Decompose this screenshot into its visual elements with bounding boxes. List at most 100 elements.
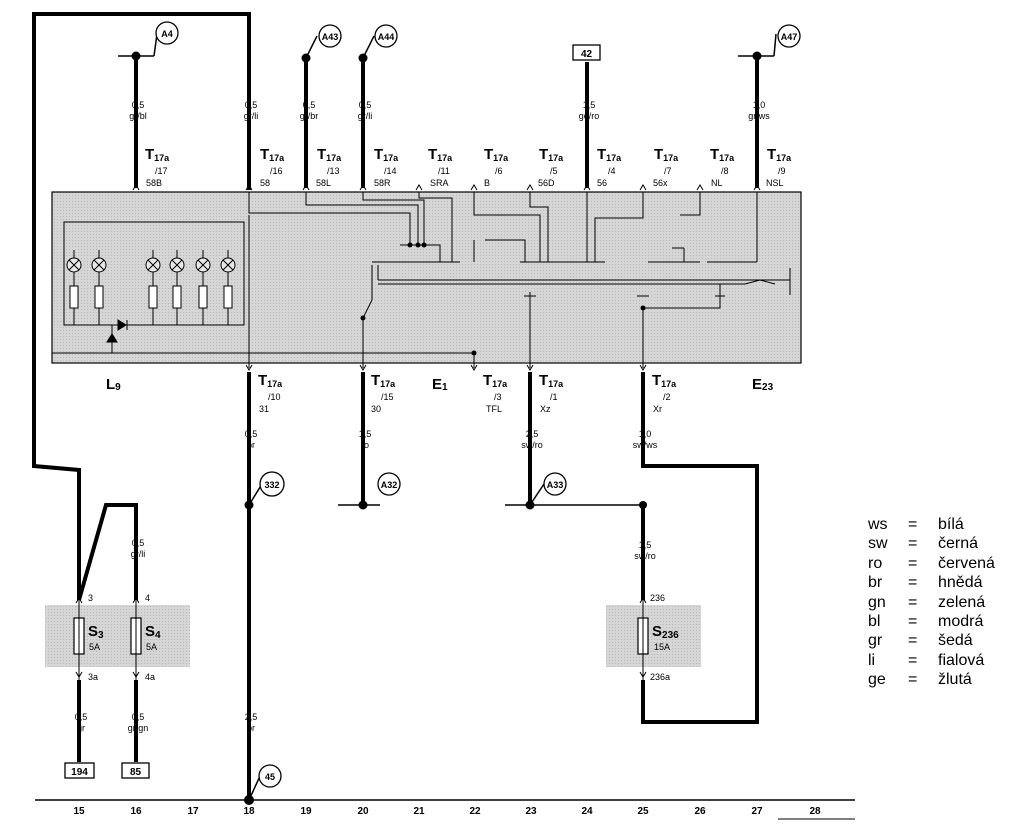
connector-pin: /15	[381, 392, 394, 402]
connector-prefix: T	[539, 146, 548, 163]
connector-pin: /6	[495, 166, 503, 176]
svg-text:T17a: T17a	[145, 146, 170, 163]
connector-function: 58	[260, 178, 270, 188]
legend-row: sw=černá	[868, 534, 995, 553]
track-number: 17	[187, 806, 199, 817]
connector-prefix: T	[374, 146, 383, 163]
resistor-icon	[69, 285, 79, 309]
ground-a4-label: A4	[161, 29, 173, 39]
svg-text:T17a: T17a	[652, 372, 677, 389]
connector-sub: 17a	[606, 153, 622, 163]
component-l9-name: L	[106, 376, 115, 393]
legend-equals: =	[908, 554, 918, 572]
svg-text:E1: E1	[432, 376, 448, 393]
connector-pin: /5	[550, 166, 558, 176]
fuse-s3-rating: 5A	[89, 642, 100, 652]
connector-function: 58R	[374, 178, 391, 188]
connector-function: SRA	[430, 178, 449, 188]
fuse-s3-name: S	[88, 623, 98, 640]
connector-function: 56x	[653, 178, 668, 188]
legend-row: ro=červená	[868, 554, 995, 573]
connector-function: 56	[597, 178, 607, 188]
wire-label-size: 0,5	[132, 712, 145, 722]
fuse-s4-rating: 5A	[146, 642, 157, 652]
legend-equals: =	[908, 574, 918, 592]
connector-pin: /7	[664, 166, 672, 176]
legend-row: ge=žlutá	[868, 670, 995, 689]
connector-sub: 17a	[776, 153, 792, 163]
fuse-s4-out: 4a	[145, 672, 155, 682]
track-number: 24	[581, 806, 593, 817]
connector-function: 31	[259, 404, 269, 414]
connector-function: 56D	[538, 178, 555, 188]
wire-label-color: gr/br	[300, 111, 319, 121]
connector-prefix: T	[317, 146, 326, 163]
component-e1-name: E	[432, 376, 442, 393]
track-number: 21	[413, 806, 425, 817]
connector-pin: /16	[270, 166, 283, 176]
connector-function: 58L	[316, 178, 331, 188]
connector-pin: /10	[268, 392, 281, 402]
component-e23-name: E	[752, 376, 762, 393]
connector-function: 58B	[146, 178, 162, 188]
ground-a32-label: A32	[381, 480, 398, 490]
fuse-s3-in: 3	[88, 593, 93, 603]
connector-prefix: T	[652, 372, 661, 389]
wire-label-color: sw/ro	[521, 440, 543, 450]
svg-text:S236: S236	[652, 623, 679, 641]
connector-prefix: T	[428, 146, 437, 163]
legend-row: br=hnědá	[868, 573, 995, 592]
wire-label-color: gr/li	[358, 111, 373, 121]
wire-label-color: gr/ws	[748, 111, 770, 121]
connector-sub: 17a	[267, 379, 283, 389]
top-ground-stubs	[118, 33, 777, 59]
color-legend: ws=bílá sw=černá ro=červená br=hnědá gn=…	[868, 515, 995, 690]
track-number: 25	[637, 806, 649, 817]
resistor-icon	[172, 285, 182, 309]
connector-function: B	[484, 178, 490, 188]
top-ground-dots	[131, 51, 762, 63]
connector-function: NSL	[766, 178, 784, 188]
wire-label-size: 0,5	[245, 429, 258, 439]
fuse-s236-name: S	[652, 623, 662, 640]
wire-label-size: 1,0	[639, 429, 652, 439]
connector-prefix: T	[145, 146, 154, 163]
wire-label-color: gr/li	[244, 111, 259, 121]
connector-function: TFL	[486, 404, 502, 414]
legend-color: fialová	[938, 651, 985, 669]
connector-sub: 17a	[493, 153, 509, 163]
ref-box-194	[64, 762, 95, 779]
switch-panel	[51, 191, 802, 364]
legend-equals: =	[908, 535, 918, 553]
ref-box-85-label: 85	[130, 767, 142, 778]
wire-label-color: ge/ro	[579, 111, 600, 121]
legend-color: modrá	[938, 613, 984, 631]
wire-label-size: 1,5	[639, 540, 652, 550]
legend-equals: =	[908, 516, 918, 533]
legend-color: červená	[938, 554, 995, 572]
connector-pin: /8	[721, 166, 729, 176]
ground-45	[258, 764, 282, 788]
svg-text:T17a: T17a	[371, 372, 396, 389]
fuse-wire-segments	[78, 600, 644, 680]
wire-label-size: 2,5	[245, 712, 258, 722]
connector-pin: /3	[494, 392, 502, 402]
connector-pin: /9	[778, 166, 786, 176]
legend-code: ws	[868, 516, 888, 533]
ref-box-194-label: 194	[71, 767, 88, 778]
connector-prefix: T	[484, 146, 493, 163]
resistor-icon	[148, 285, 158, 309]
track-number: 27	[751, 806, 763, 817]
svg-text:T17a: T17a	[317, 146, 342, 163]
wire-label-size: 1,5	[359, 429, 372, 439]
fuse-s236-sub: 236	[662, 630, 679, 641]
wire-label-color: sw/ws	[633, 440, 658, 450]
svg-text:S3: S3	[88, 623, 104, 641]
resistor-icon	[223, 285, 233, 309]
track-number: 18	[243, 806, 255, 817]
fuse-s236-out: 236a	[650, 672, 670, 682]
legend-color: černá	[938, 535, 979, 553]
legend-color: žlutá	[938, 671, 972, 689]
ground-a44	[374, 24, 398, 48]
